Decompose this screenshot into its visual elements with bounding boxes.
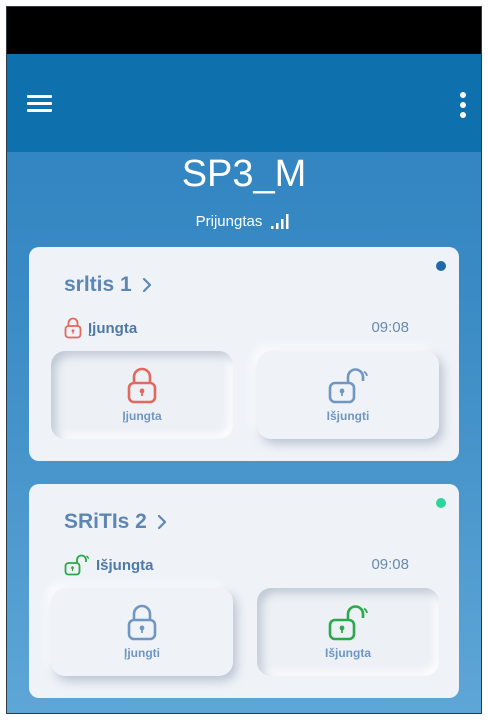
phone-screen: SP3_M Prijungtas srltis 1: [6, 6, 482, 714]
area-1-status-dot: [436, 261, 446, 271]
menu-icon[interactable]: [27, 95, 52, 113]
more-vertical-icon[interactable]: [459, 92, 467, 118]
padlock-locked-icon: [127, 367, 157, 404]
status-bar: [7, 7, 481, 54]
area-2-title-link[interactable]: SRiTIs 2: [64, 510, 167, 534]
chevron-right-icon: [142, 277, 151, 293]
panel-title: SP3_M: [181, 153, 307, 195]
area-1-disarm-label: Išjungti: [326, 409, 370, 423]
area-2-time: 09:08: [371, 556, 409, 573]
area-card-1: srltis 1 Įjungta 09:08 Įjungta: [29, 247, 459, 461]
area-1-title-link[interactable]: srltis 1: [64, 273, 152, 297]
app-bar: [7, 54, 481, 152]
area-1-time: 09:08: [371, 319, 409, 336]
connection-status: Prijungtas: [7, 212, 481, 230]
signal-bars-icon: [271, 214, 289, 229]
area-2-disarm-label: Išjungta: [324, 646, 371, 660]
padlock-locked-icon: [127, 604, 157, 641]
area-2-state-label: Išjungta: [96, 556, 154, 574]
chevron-right-icon: [157, 514, 166, 530]
padlock-unlocked-icon: [328, 605, 368, 641]
area-1-arm-button[interactable]: Įjungta: [51, 351, 233, 439]
area-1-state-label: Įjungta: [88, 319, 138, 337]
area-1-name: srltis 1: [64, 273, 132, 296]
area-2-name: SRiTIs 2: [64, 510, 147, 533]
padlock-locked-icon: [64, 317, 82, 339]
area-1-state: Įjungta: [64, 317, 137, 339]
area-2-disarm-button[interactable]: Išjungta: [257, 588, 439, 676]
connection-status-label: Prijungtas: [195, 213, 263, 230]
padlock-unlocked-icon: [64, 554, 90, 576]
area-1-arm-label: Įjungta: [122, 409, 162, 423]
area-2-state: Išjungta: [64, 554, 154, 576]
area-1-disarm-button[interactable]: Išjungti: [257, 351, 439, 439]
area-2-arm-label: Įjungti: [124, 646, 160, 660]
area-2-arm-button[interactable]: Įjungti: [51, 588, 233, 676]
area-card-2: SRiTIs 2 Išjungta 09:08 Įjungti: [29, 484, 459, 698]
area-2-status-dot: [436, 498, 446, 508]
padlock-unlocked-icon: [328, 368, 368, 404]
